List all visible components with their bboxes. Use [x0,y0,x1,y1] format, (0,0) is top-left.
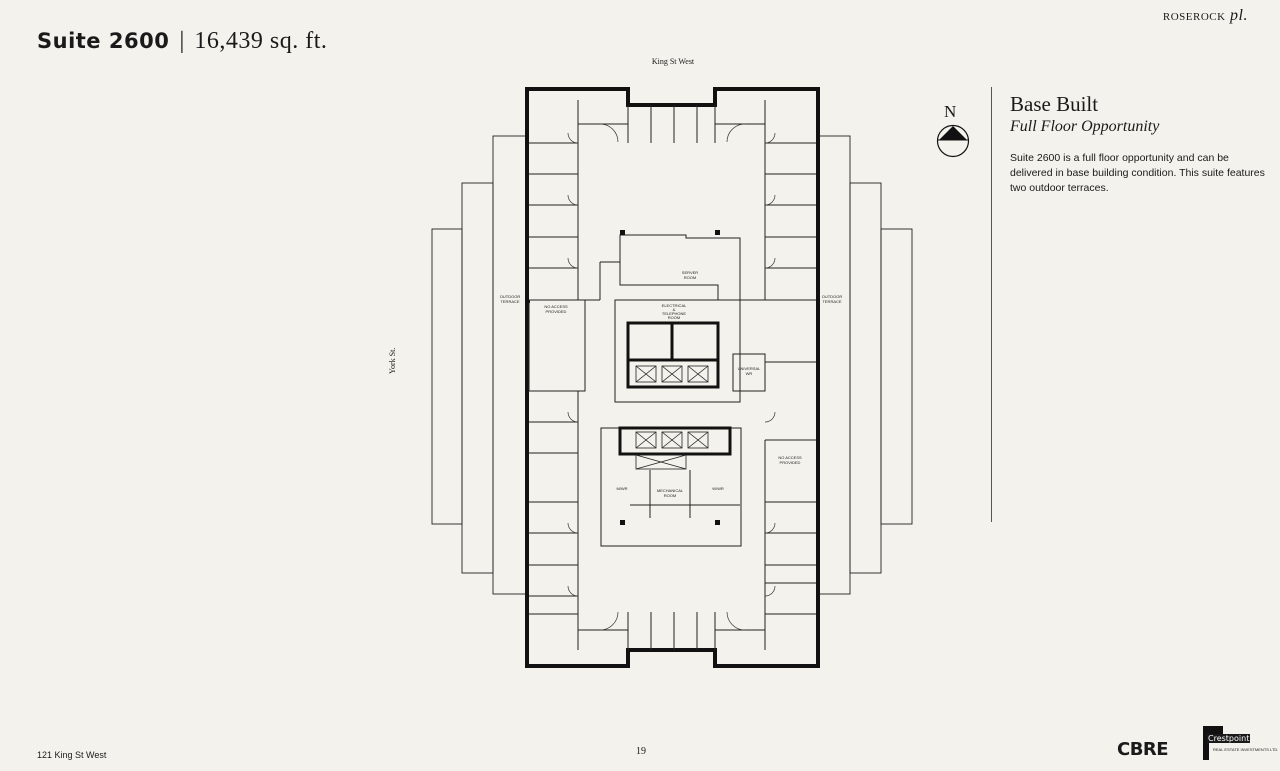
footer-address: 121 King St West [37,750,107,760]
label-universal-2: WR [746,371,753,376]
label-server-1: SERVER [682,270,698,275]
info-divider [991,87,992,522]
info-heading: Base Built [1010,92,1099,116]
label-elec-2: & [673,307,676,312]
label-no-access-left-2: PROVIDED [546,309,567,314]
suite-area: 16,439 sq. ft. [194,28,328,54]
label-elec-4: ROOM [668,315,680,320]
label-womens-wr: W/WR [712,486,724,491]
label-terrace-left-1: OUTDOOR [500,294,521,299]
compass-north-label: N [944,102,957,121]
crestpoint-logo-subtext: REAL ESTATE INVESTMENTS LTD. [1213,747,1279,752]
label-server-2: ROOM [684,275,696,280]
street-label-west: York St. [388,347,397,374]
label-elec-1: ELECTRICAL [662,303,687,308]
elevator-bank-1 [626,358,720,389]
label-elec-3: TELEPHONE [662,311,687,316]
terrace-left-1 [492,135,528,595]
label-no-access-right-1: NO ACCESS [778,455,802,460]
label-no-access-left-1: NO ACCESS [544,304,568,309]
label-mech-1: MECHANICAL [657,488,684,493]
elevator-bank-2 [618,426,732,456]
building-outline [525,87,820,668]
terrace-right-2 [849,182,882,574]
label-no-access-right-2: PROVIDED [780,460,801,465]
label-universal-1: UNIVERSAL [738,366,761,371]
label-terrace-right-1: OUTDOOR [822,294,843,299]
terrace-right-3 [880,228,913,525]
label-terrace-left-2: TERRACE [500,299,519,304]
crestpoint-logo-text: Crestpoint [1207,734,1251,743]
suite-name: Suite 2600 [37,29,170,53]
page-title: Suite 2600 | 16,439 sq. ft. [37,28,327,55]
brand-part1: rose [1162,7,1193,24]
brand-logo: roserock pl. [1163,7,1248,25]
terrace-left-2 [461,182,494,574]
page-number: 19 [636,746,646,757]
terrace-left-3 [431,228,463,525]
brand-part3: pl. [1225,7,1248,24]
street-label-north: King St West [651,57,695,66]
cbre-logo: CBRE [1117,739,1169,760]
crestpoint-logo-icon [1203,726,1223,760]
compass-icon [936,124,970,158]
info-subheading: Full Floor Opportunity [1010,118,1160,135]
label-mens-wr: M/WR [616,486,627,491]
terrace-right-1 [817,135,851,595]
label-mech-2: ROOM [664,493,676,498]
info-description: Suite 2600 is a full floor opportunity a… [1010,152,1265,194]
brand-part2: rock [1192,7,1226,24]
label-terrace-right-2: TERRACE [822,299,841,304]
title-separator: | [179,28,185,54]
